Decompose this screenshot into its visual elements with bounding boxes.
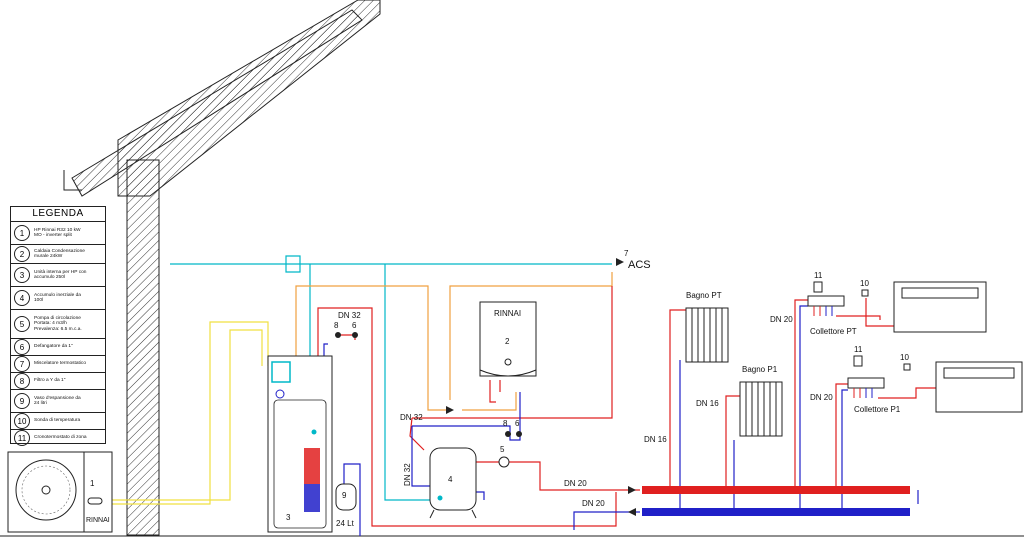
boiler-unit — [479, 301, 537, 377]
legend-number: 1 — [14, 225, 30, 241]
label-dn20-a: DN 20 — [564, 479, 587, 488]
label-collettore-pt: Collettore PT — [810, 327, 857, 336]
expansion-vessel — [335, 483, 357, 511]
label-bagno-pt: Bagno PT — [686, 291, 722, 300]
label-dn20-d: DN 20 — [810, 393, 833, 402]
valve-symbols — [285, 255, 636, 516]
buffer-tank — [429, 447, 477, 519]
label-10b: 10 — [900, 353, 909, 362]
heat-pump-unit — [7, 451, 113, 533]
label-24lt: 24 Lt — [336, 519, 355, 528]
label-5: 5 — [500, 445, 505, 454]
boiler-lines — [295, 272, 613, 417]
label-8: 8 — [334, 321, 339, 330]
legend-text: Caldaia Condensazione murale 24kW — [34, 248, 85, 259]
legend-number: 9 — [14, 393, 30, 409]
dhw-cold-line — [170, 263, 612, 501]
return-lines — [295, 305, 919, 536]
label-rinnai-boiler: RINNAI — [494, 309, 521, 318]
label-collettore-p1: Collettore P1 — [854, 405, 901, 414]
label-dn32-mid: DN 32 — [400, 413, 423, 422]
label-7: 7 — [624, 249, 629, 258]
distribution-manifolds — [642, 486, 910, 516]
legend-text: Sonda di temperatura — [34, 418, 81, 424]
legend-text: Pompa di circolazione Portata: 4 m3/h Pr… — [34, 315, 82, 332]
label-6b: 6 — [515, 419, 520, 428]
collector-pt — [807, 295, 845, 316]
legend-row: 3 Unità interna per HP con accumulo 250l — [11, 264, 105, 287]
legend-row: 7 Miscelatore termostatico — [11, 356, 105, 373]
indoor-tank-unit — [267, 355, 333, 533]
building-structure — [0, 0, 1024, 537]
label-rinnai-hp: RINNAI — [86, 517, 110, 524]
legend-number: 5 — [14, 316, 30, 332]
radiator-bagno-pt — [685, 307, 729, 363]
label-2: 2 — [505, 337, 510, 346]
legend-number: 10 — [14, 413, 30, 429]
legend-text: Miscelatore termostatico — [34, 361, 86, 367]
legend-number: 11 — [14, 430, 30, 446]
label-11b: 11 — [854, 345, 863, 354]
legend-text: HP Rinnai R32 10 kW MO - inverter split — [34, 227, 81, 238]
label-6: 6 — [352, 321, 357, 330]
legend-row: 10 Sonda di temperatura — [11, 413, 105, 430]
label-dn32-top: DN 32 — [338, 311, 361, 320]
legend-number: 7 — [14, 356, 30, 372]
legend-text: Defangatore da 1" — [34, 344, 73, 350]
label-11a: 11 — [814, 271, 823, 280]
label-dn20-b: DN 20 — [582, 499, 605, 508]
legend-row: 4 Accumulo inerziale da 100l — [11, 287, 105, 310]
legend-number: 2 — [14, 246, 30, 262]
legend-text: Cronotermostato di zona — [34, 435, 87, 441]
label-dn32-vert: DN 32 — [403, 463, 412, 486]
fan-coil-p1 — [935, 361, 1023, 413]
legend-text: Vaso d'espansione da 24 litri — [34, 395, 81, 406]
legend-number: 8 — [14, 373, 30, 389]
label-8b: 8 — [503, 419, 508, 428]
label-10a: 10 — [860, 279, 869, 288]
collector-p1 — [847, 377, 885, 398]
legend-text: Accumulo inerziale da 100l — [34, 292, 81, 303]
legend-rows: 1 HP Rinnai R32 10 kW MO - inverter split… — [11, 222, 105, 446]
label-dn16-b: DN 16 — [696, 399, 719, 408]
label-9: 9 — [342, 491, 347, 500]
legend-row: 6 Defangatore da 1" — [11, 339, 105, 356]
label-4: 4 — [448, 475, 453, 484]
legend-row: 8 Filtro a Y da 1" — [11, 373, 105, 390]
legend-row: 9 Vaso d'espansione da 24 litri — [11, 390, 105, 413]
refrigerant-lines — [112, 321, 269, 505]
legend-text: Filtro a Y da 1" — [34, 378, 66, 384]
fan-coil-pt — [893, 281, 987, 333]
label-dn16-a: DN 16 — [644, 435, 667, 444]
legend-number: 3 — [14, 267, 30, 283]
label-bagno-p1: Bagno P1 — [742, 365, 778, 374]
radiator-bagno-p1 — [739, 381, 783, 437]
legend-row: 2 Caldaia Condensazione murale 24kW — [11, 245, 105, 264]
circulation-pump — [498, 456, 510, 468]
label-3: 3 — [286, 513, 291, 522]
diagram-labels: ACS 7 DN 32 8 6 8 6 RINNAI 2 DN 32 DN 32… — [86, 249, 909, 528]
legend-row: 1 HP Rinnai R32 10 kW MO - inverter split — [11, 222, 105, 245]
label-1: 1 — [90, 479, 95, 488]
legend-number: 6 — [14, 339, 30, 355]
legend-panel: LEGENDA 1 HP Rinnai R32 10 kW MO - invert… — [10, 206, 106, 446]
zone-thermostats — [813, 281, 911, 371]
legend-number: 4 — [14, 290, 30, 306]
legend-text: Unità interna per HP con accumulo 250l — [34, 269, 87, 280]
legend-title: LEGENDA — [11, 207, 105, 222]
label-dn20-c: DN 20 — [770, 315, 793, 324]
label-acs: ACS — [628, 259, 651, 271]
legend-row: 11 Cronotermostato di zona — [11, 430, 105, 446]
